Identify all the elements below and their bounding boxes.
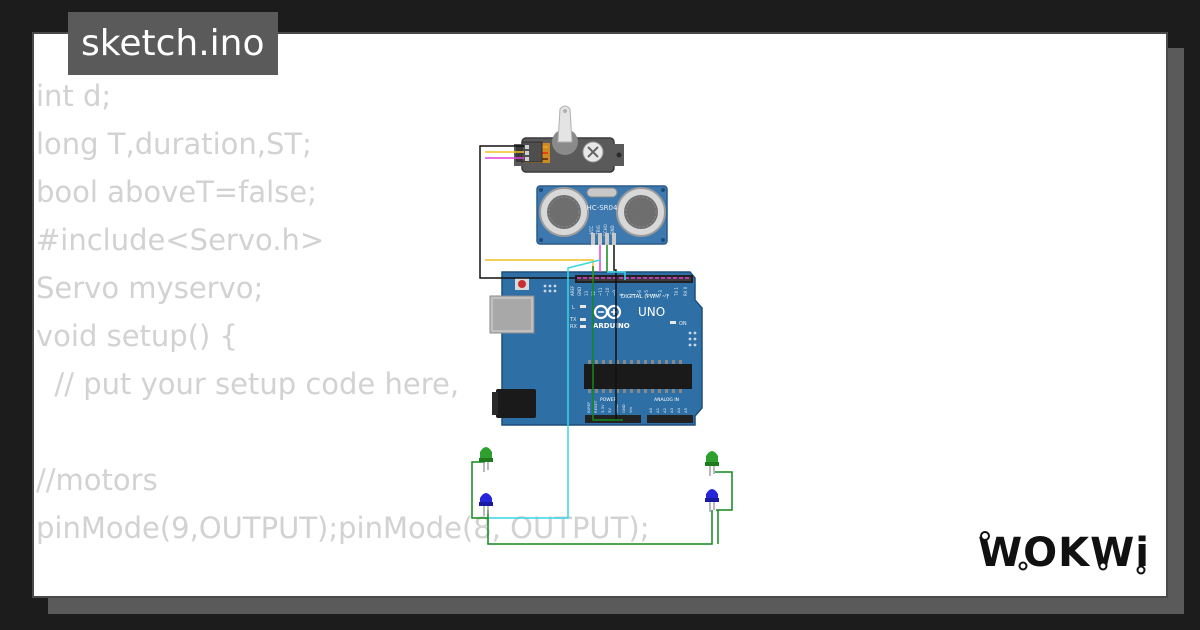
wire-led-left — [471, 461, 488, 519]
code-line: long T,duration,ST; — [36, 127, 312, 161]
wire-sensor-gnd — [613, 245, 617, 420]
board-pin-label: Vin — [628, 406, 633, 413]
board-pin-label: A3 — [669, 407, 674, 413]
code-line: #include<Servo.h> — [36, 223, 325, 257]
board-led-label: TX — [569, 317, 577, 323]
wire-servo-gnd — [479, 145, 577, 279]
board-pin-label: GND — [577, 287, 582, 296]
wire-led-bottom — [487, 510, 713, 545]
board-pin-label: IOREF — [586, 402, 591, 413]
circuit-diagram: HC-SR04 VCC TRIG ECHO GND — [471, 105, 733, 545]
board-pin-label: RX 0 — [683, 286, 688, 296]
code-line: // put your setup code here, — [36, 367, 460, 401]
board-pin-label: A1 — [655, 407, 660, 413]
board-led-label: L — [572, 305, 575, 311]
wires — [471, 145, 733, 545]
board-pin-label: A2 — [662, 407, 667, 413]
board-pin-label: ~5 — [644, 290, 649, 296]
code-line: Servo myservo; — [36, 271, 264, 305]
led-blue-left — [479, 493, 493, 516]
code-line: //motors — [36, 463, 158, 497]
board-digital-label: DIGITAL (PWM ~) — [621, 294, 668, 300]
led-green-left — [479, 447, 493, 472]
board-pin-label: A0 — [648, 407, 653, 413]
board-power-label: POWER — [600, 397, 617, 403]
ultrasonic-sensor: HC-SR04 VCC TRIG ECHO GND — [536, 185, 668, 245]
wokwi-logo: WOKWi — [978, 530, 1150, 576]
wire-green-gnd — [592, 266, 623, 421]
code-line: void setup() { — [36, 319, 238, 353]
board-brand: ARDUINO — [593, 322, 630, 330]
wire-cyan-top — [607, 271, 626, 280]
board-pin-label: 8 — [619, 293, 624, 296]
board-pin-label: ~10 — [605, 287, 610, 296]
wokwi-logo-text: WOKWi — [978, 530, 1150, 576]
code-preview: int d; long T,duration,ST; bool aboveT=fal… — [36, 72, 649, 552]
board-pin-label: 2 — [665, 293, 670, 296]
sensor-pin-label: VCC — [589, 226, 594, 235]
board-analog-label: ANALOG IN — [654, 397, 679, 403]
board-pin-label: AREF — [570, 285, 575, 296]
board-pin-label: 5V — [607, 408, 612, 413]
servo-connector — [521, 141, 543, 163]
sensor-pin-label: GND — [610, 225, 615, 234]
board-pin-label: A5 — [683, 407, 688, 413]
board-pin-label: 3.3V — [600, 404, 605, 413]
board-pin-label: ~11 — [598, 287, 603, 296]
board-pin-label: ~3 — [658, 290, 663, 296]
board-pin-label: ~6 — [637, 290, 642, 296]
board-on-label: ON — [679, 321, 687, 327]
code-line: pinMode(9,OUTPUT);pinMode(8, OUTPUT); — [36, 511, 650, 545]
sensor-pin-label: TRIG — [596, 225, 601, 236]
sensor-label: HC-SR04 — [587, 204, 618, 212]
board-pin-label: GND — [621, 404, 626, 413]
arduino-uno-board: AREF GND 13 12 ~11 ~10 ~9 8 7 ~6 ~5 4 ~3… — [489, 271, 703, 426]
code-line: bool aboveT=false; — [36, 175, 317, 209]
wire-led-right — [715, 471, 733, 511]
wire-cyan — [488, 259, 601, 519]
board-pin-label: 7 — [630, 293, 635, 296]
board-pin-label: ~9 — [612, 290, 617, 296]
led-blue-right — [705, 489, 719, 512]
board-pin-label: 13 — [584, 290, 589, 296]
led-green-right — [705, 451, 719, 476]
code-line: int d; — [36, 79, 112, 113]
board-pin-label: 4 — [651, 293, 656, 296]
sketch-filename-tab: sketch.ino — [68, 12, 279, 75]
board-led-label: RX — [570, 324, 577, 330]
board-pin-label: RESET — [593, 400, 598, 413]
board-model: UNO — [638, 305, 665, 319]
sensor-pin-label: ECHO — [603, 224, 608, 235]
board-pin-label: A4 — [676, 407, 681, 413]
board-pin-label: TX 1 — [674, 287, 679, 297]
